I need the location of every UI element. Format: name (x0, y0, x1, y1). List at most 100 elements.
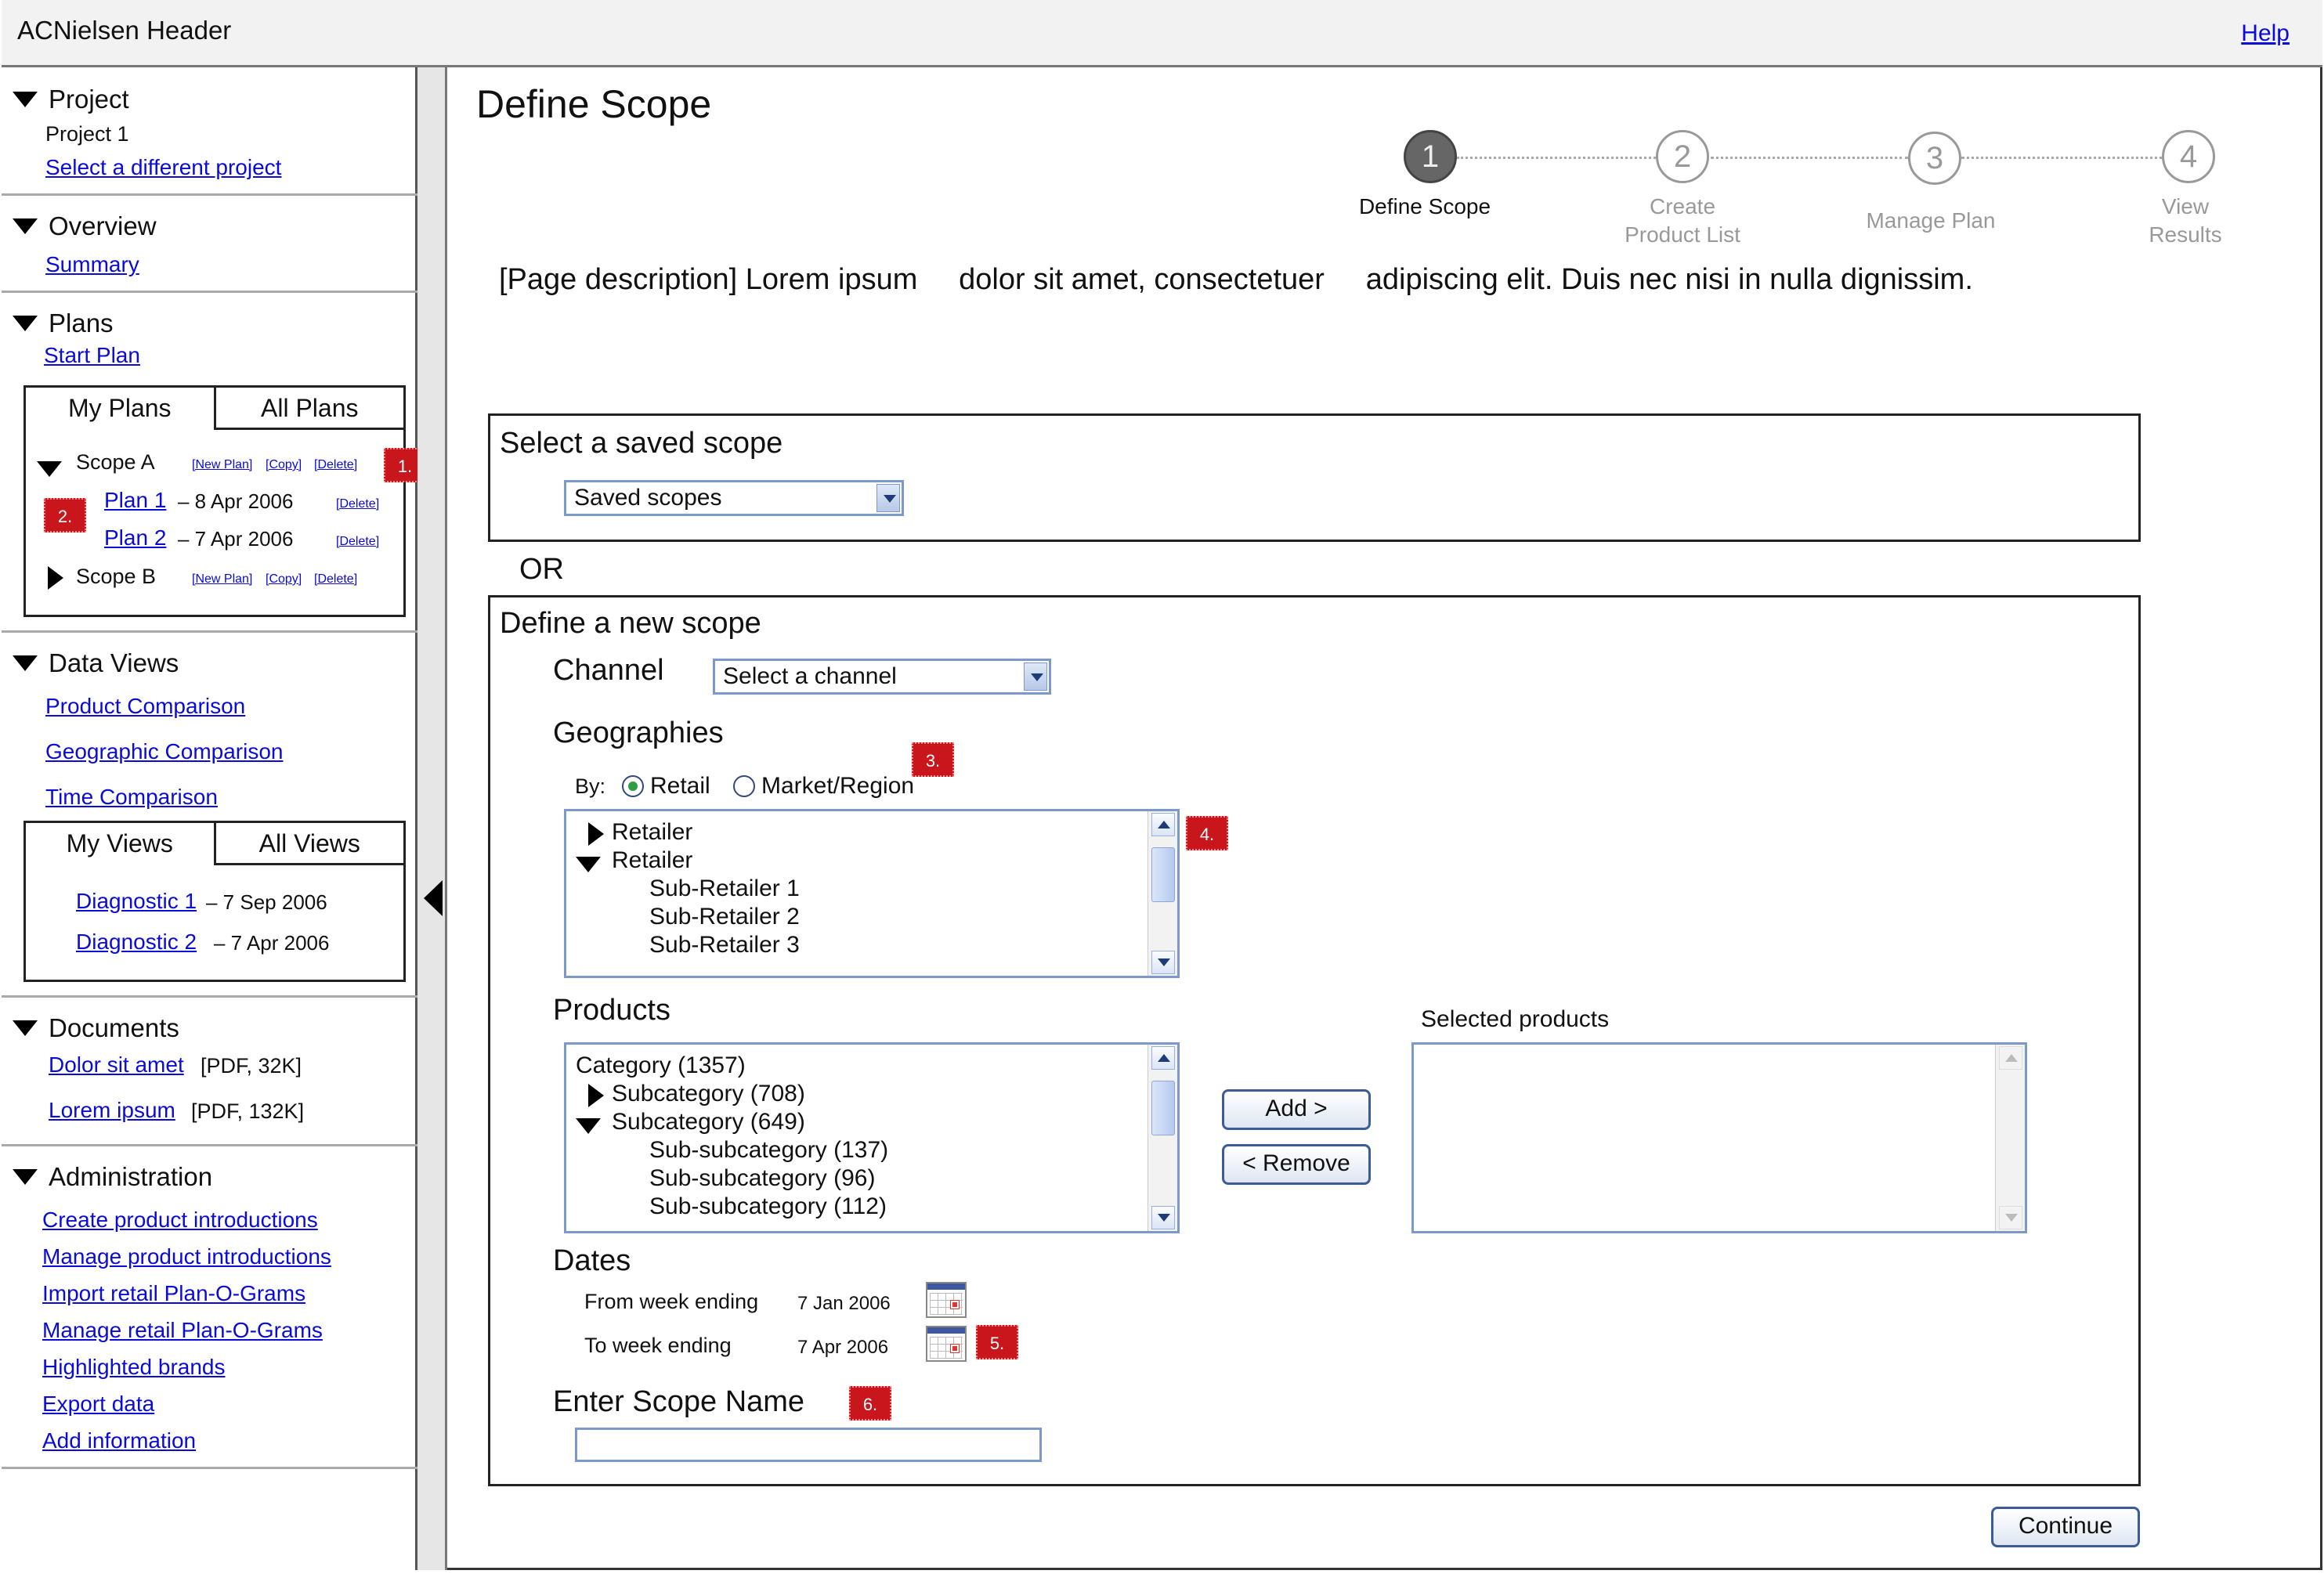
market-region-radio[interactable] (733, 775, 755, 797)
scroll-down-icon[interactable] (1151, 951, 1175, 974)
scroll-thumb[interactable] (1151, 847, 1175, 902)
diagnostic-1-link[interactable]: Diagnostic 1 (76, 889, 197, 913)
plan-2-link[interactable]: Plan 2 (104, 525, 167, 550)
expand-triangle-icon[interactable] (588, 1084, 604, 1107)
list-item[interactable]: Sub-subcategory (112) (649, 1193, 887, 1219)
vertical-scrollbar[interactable] (1148, 1045, 1177, 1231)
select-project-link[interactable]: Select a different project (45, 155, 282, 179)
collapse-triangle-icon[interactable] (37, 461, 62, 477)
expand-triangle-icon[interactable] (588, 822, 604, 846)
list-item[interactable]: Sub-subcategory (96) (649, 1165, 876, 1191)
data-views-section: Data Views Product Comparison Geographic… (2, 633, 417, 998)
scope-b-delete[interactable]: [Delete] (314, 572, 358, 586)
annotation-marker-4: 4. (1186, 816, 1228, 850)
continue-button[interactable]: Continue (1991, 1507, 2140, 1547)
documents-header[interactable]: Documents (13, 1013, 179, 1043)
geographic-comparison-link[interactable]: Geographic Comparison (45, 739, 284, 764)
list-item[interactable]: Sub-subcategory (137) (649, 1137, 889, 1163)
time-comparison-link[interactable]: Time Comparison (45, 785, 218, 809)
scope-b-copy[interactable]: [Copy] (266, 572, 302, 586)
list-item[interactable]: Sub-Retailer 1 (649, 875, 800, 901)
manage-plan-o-grams-link[interactable]: Manage retail Plan-O-Grams (42, 1318, 323, 1342)
vertical-scrollbar[interactable] (1995, 1045, 2025, 1231)
document-2-link[interactable]: Lorem ipsum (49, 1098, 175, 1122)
sidebar-collapse-bar[interactable] (417, 67, 447, 1570)
add-information-link[interactable]: Add information (42, 1428, 197, 1453)
collapse-left-arrow-icon[interactable] (424, 880, 443, 916)
dropdown-arrow-icon[interactable] (876, 484, 900, 512)
summary-link[interactable]: Summary (45, 252, 139, 276)
start-plan-link[interactable]: Start Plan (44, 343, 140, 367)
list-item[interactable]: Subcategory (708) (612, 1081, 805, 1106)
products-listbox[interactable]: Category (1357) Subcategory (708) Subcat… (564, 1042, 1180, 1233)
plan-1-link[interactable]: Plan 1 (104, 488, 167, 512)
plan-1-delete[interactable]: [Delete] (336, 497, 380, 511)
product-comparison-link[interactable]: Product Comparison (45, 694, 246, 718)
plan-2-delete[interactable]: [Delete] (336, 535, 380, 548)
document-1-meta: [PDF, 32K] (201, 1054, 302, 1078)
list-item[interactable]: Subcategory (649) (612, 1109, 805, 1135)
dropdown-arrow-icon[interactable] (1024, 662, 1047, 691)
manage-product-introductions-link[interactable]: Manage product introductions (42, 1244, 331, 1269)
diagnostic-2-link[interactable]: Diagnostic 2 (76, 930, 197, 954)
list-item[interactable]: Category (1357) (576, 1052, 746, 1078)
saved-scope-title: Select a saved scope (500, 427, 783, 460)
document-1-link[interactable]: Dolor sit amet (49, 1052, 184, 1077)
project-header[interactable]: Project (13, 85, 129, 114)
overview-header[interactable]: Overview (13, 211, 157, 241)
scroll-down-icon[interactable] (1999, 1206, 2022, 1229)
step-4-circle[interactable]: 4 (2162, 130, 2215, 183)
import-plan-o-grams-link[interactable]: Import retail Plan-O-Grams (42, 1281, 306, 1305)
list-item[interactable]: Retailer (612, 847, 693, 873)
vertical-scrollbar[interactable] (1148, 811, 1177, 976)
export-data-link[interactable]: Export data (42, 1392, 155, 1416)
channel-label: Channel (553, 654, 664, 687)
annotation-marker-2: 2. (44, 498, 86, 532)
scope-a-delete[interactable]: [Delete] (314, 458, 358, 471)
scroll-thumb[interactable] (1151, 1081, 1175, 1135)
scroll-up-icon[interactable] (1151, 1046, 1175, 1070)
retail-radio-label: Retail (650, 773, 710, 799)
plans-header[interactable]: Plans (13, 309, 114, 338)
tab-my-views[interactable]: My Views (26, 823, 216, 865)
create-product-introductions-link[interactable]: Create product introductions (42, 1208, 318, 1232)
collapse-triangle-icon[interactable] (576, 1118, 601, 1134)
help-link[interactable]: Help (2241, 20, 2290, 46)
selected-products-listbox[interactable] (1411, 1042, 2027, 1233)
channel-dropdown[interactable]: Select a channel (713, 659, 1051, 695)
administration-header[interactable]: Administration (13, 1162, 212, 1192)
saved-scopes-dropdown[interactable]: Saved scopes (564, 480, 904, 516)
from-week-label: From week ending (584, 1290, 759, 1313)
step-1-circle[interactable]: 1 (1404, 130, 1457, 183)
tab-all-plans[interactable]: All Plans (215, 388, 403, 430)
expand-triangle-icon[interactable] (48, 566, 63, 590)
scroll-up-icon[interactable] (1999, 1046, 2022, 1070)
scope-a-new-plan[interactable]: [New Plan] (192, 458, 253, 471)
tab-all-views[interactable]: All Views (215, 823, 403, 865)
scroll-down-icon[interactable] (1151, 1206, 1175, 1229)
scope-name-input[interactable] (575, 1428, 1042, 1462)
project-title: Project (49, 85, 129, 114)
remove-button[interactable]: < Remove (1222, 1144, 1371, 1185)
list-item[interactable]: Retailer (612, 819, 693, 845)
list-item[interactable]: Sub-Retailer 3 (649, 932, 800, 958)
geographies-label: Geographies (553, 717, 724, 749)
scope-b-new-plan[interactable]: [New Plan] (192, 572, 253, 586)
plans-tab-box: My Plans All Plans Scope A [New Plan] [C… (23, 385, 406, 617)
calendar-icon[interactable] (926, 1326, 967, 1362)
expand-triangle-icon (13, 655, 38, 671)
highlighted-brands-link[interactable]: Highlighted brands (42, 1355, 226, 1379)
retail-radio[interactable] (622, 775, 644, 797)
list-item[interactable]: Sub-Retailer 2 (649, 904, 800, 930)
data-views-header[interactable]: Data Views (13, 648, 179, 678)
to-week-value: 7 Apr 2006 (797, 1337, 889, 1358)
tab-my-plans[interactable]: My Plans (26, 388, 216, 430)
geographies-listbox[interactable]: Retailer Retailer Sub-Retailer 1 Sub-Ret… (564, 809, 1180, 978)
calendar-icon[interactable] (926, 1282, 967, 1318)
step-3-circle[interactable]: 3 (1908, 132, 1961, 185)
collapse-triangle-icon[interactable] (576, 857, 601, 872)
add-button[interactable]: Add > (1222, 1089, 1371, 1130)
scroll-up-icon[interactable] (1151, 813, 1175, 836)
scope-a-copy[interactable]: [Copy] (266, 458, 302, 471)
step-2-circle[interactable]: 2 (1656, 130, 1709, 183)
